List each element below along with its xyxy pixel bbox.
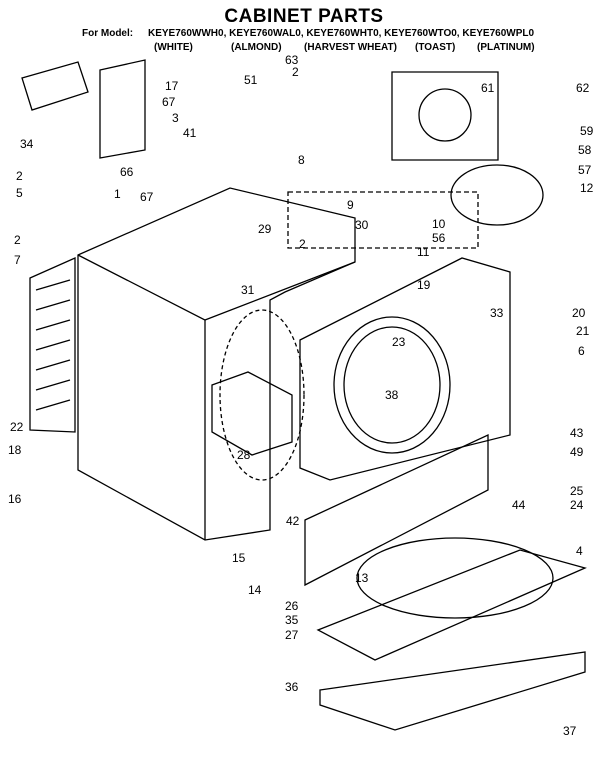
front-panel — [299, 257, 511, 481]
callout: 28 — [237, 448, 251, 462]
callout: 42 — [286, 514, 300, 528]
callout: 25 — [570, 484, 584, 498]
variant-toast: (TOAST) — [415, 42, 456, 53]
callout: 41 — [183, 126, 197, 140]
callout: 66 — [120, 165, 134, 179]
side-panel-ribs — [35, 279, 71, 411]
callout: 2 — [16, 169, 23, 183]
callout: 22 — [10, 420, 24, 434]
callout: 43 — [570, 426, 584, 440]
callout: 67 — [162, 95, 176, 109]
callout: 8 — [298, 153, 305, 167]
side-panel — [29, 256, 76, 433]
page-title: CABINET PARTS — [224, 6, 384, 27]
callout: 9 — [347, 198, 354, 212]
callout: 67 — [140, 190, 154, 204]
model-numbers: KEYE760WWH0, KEYE760WAL0, KEYE760WHT0, K… — [148, 28, 535, 39]
callout: 58 — [578, 143, 592, 157]
callout: 2 — [14, 233, 21, 247]
for-model-label: For Model: — [82, 28, 134, 39]
callout: 59 — [580, 124, 594, 138]
callout: 37 — [563, 724, 577, 738]
toe-panel — [304, 433, 489, 587]
callout: 29 — [258, 222, 272, 236]
callout: 5 — [16, 186, 23, 200]
door-gasket — [356, 537, 554, 619]
callout: 4 — [576, 544, 583, 558]
callout: 10 — [432, 217, 446, 231]
callout: 21 — [576, 324, 590, 338]
callout: 17 — [165, 79, 179, 93]
top-panel-outline — [287, 191, 479, 249]
door-opening — [333, 316, 451, 454]
variant-almond: (ALMOND) — [231, 42, 282, 53]
callout: 7 — [14, 253, 21, 267]
blower-housing — [211, 371, 293, 456]
callout: 2 — [299, 237, 306, 251]
motor — [391, 71, 499, 161]
callout: 2 — [292, 65, 299, 79]
wire-harness-bracket — [99, 59, 146, 159]
callout: 36 — [285, 680, 299, 694]
terminal-block — [21, 61, 89, 111]
cabinet-body — [77, 187, 356, 541]
callout: 31 — [241, 283, 255, 297]
callout: 18 — [8, 443, 22, 457]
cabinet-front-edge — [77, 254, 206, 540]
callout: 24 — [570, 498, 584, 512]
callout: 19 — [417, 278, 431, 292]
callout: 20 — [572, 306, 586, 320]
callout: 30 — [355, 218, 369, 232]
callout: 26 — [285, 599, 299, 613]
door-seal — [343, 326, 441, 444]
variant-harvest-wheat: (HARVEST WHEAT) — [304, 42, 397, 53]
variant-white: (WHITE) — [154, 42, 193, 53]
callout: 34 — [20, 137, 34, 151]
callout: 63 — [285, 53, 299, 67]
callout: 49 — [570, 445, 584, 459]
callout: 16 — [8, 492, 22, 506]
callout: 27 — [285, 628, 299, 642]
callout: 6 — [578, 344, 585, 358]
callout: 11 — [417, 245, 430, 259]
outer-door — [319, 651, 586, 731]
callout: 57 — [578, 163, 592, 177]
callout: 15 — [232, 551, 246, 565]
callout: 14 — [248, 583, 262, 597]
callout-labels: 63 2 51 17 67 3 41 1 67 2 7 22 18 16 15 … — [8, 53, 594, 738]
callout: 56 — [432, 231, 446, 245]
variant-platinum: (PLATINUM) — [477, 42, 535, 53]
callout: 51 — [244, 73, 258, 87]
callout: 12 — [580, 181, 594, 195]
callout: 1 — [114, 187, 121, 201]
callout: 13 — [355, 571, 369, 585]
callout: 62 — [576, 81, 590, 95]
callout: 35 — [285, 613, 299, 627]
cabinet-top-edge — [204, 261, 356, 321]
callout: 3 — [172, 111, 179, 125]
callout: 44 — [512, 498, 526, 512]
inner-door — [316, 549, 587, 661]
callout: 23 — [392, 335, 406, 349]
motor-rotor — [418, 88, 472, 142]
callout: 33 — [490, 306, 504, 320]
callout: 61 — [481, 81, 495, 95]
callout: 38 — [385, 388, 399, 402]
drive-belt — [450, 164, 544, 226]
drum-opening — [219, 309, 305, 481]
